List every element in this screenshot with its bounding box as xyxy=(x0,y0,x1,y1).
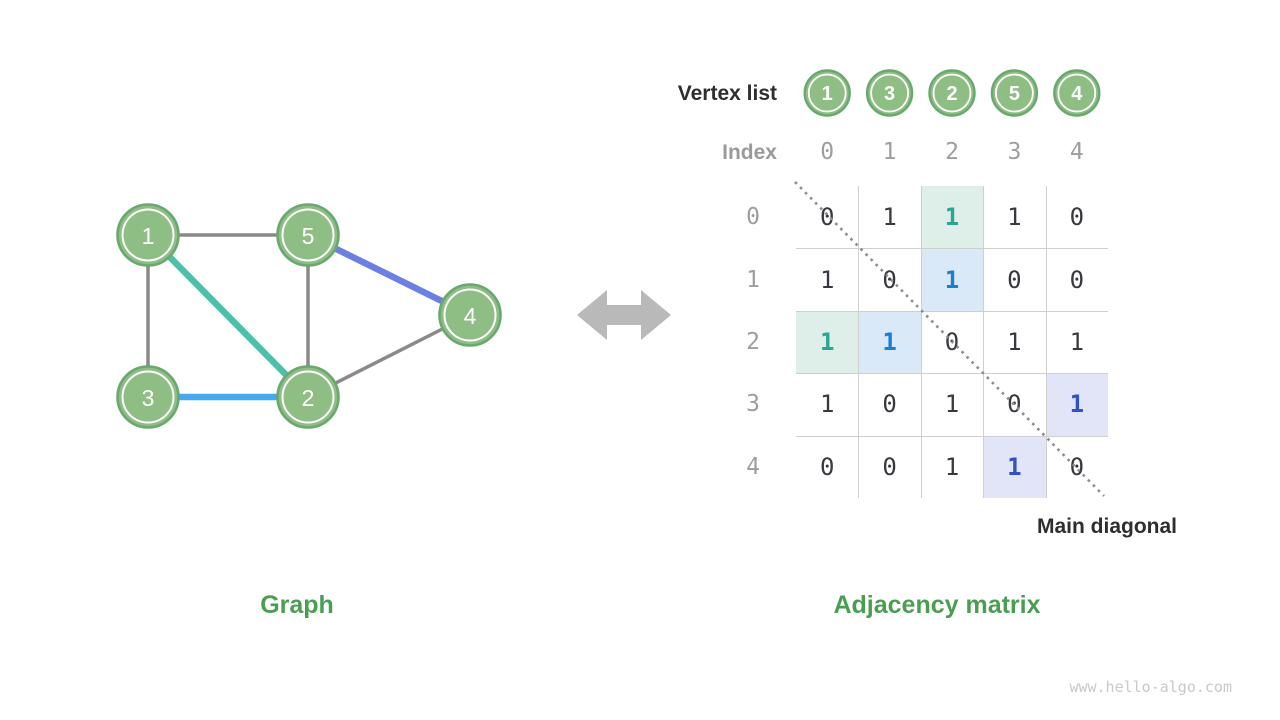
matrix-cell-3-4: 1 xyxy=(1045,373,1108,436)
graph-edge-1-2 xyxy=(145,232,311,400)
matrix-cell-2-0: 1 xyxy=(796,310,859,374)
graph-node-1: 1 xyxy=(116,203,180,267)
vertex-list-item-2: 2 xyxy=(928,69,976,117)
matrix-cell-1-3: 0 xyxy=(1007,265,1022,294)
vertex-list-label: Vertex list xyxy=(677,82,777,105)
index-value-1: 1 xyxy=(882,139,897,165)
graph-node-3: 3 xyxy=(116,365,180,429)
matrix-cell-4-1: 0 xyxy=(882,452,897,481)
matrix-cell-2-1: 1 xyxy=(858,310,921,374)
matrix-cell-0-4: 0 xyxy=(1069,203,1085,232)
matrix-cell-4-4: 0 xyxy=(1069,452,1085,481)
index-value-3: 3 xyxy=(1007,139,1022,165)
row-label-3: 3 xyxy=(746,391,760,418)
svg-text:3: 3 xyxy=(142,385,155,411)
vertex-list: 1 3 2 5 4 xyxy=(803,69,1101,117)
vertex-list-item-4: 4 xyxy=(1053,69,1101,117)
main-diagonal-line xyxy=(794,181,1105,497)
matrix-cell-3-0: 1 xyxy=(819,390,835,419)
row-label-4: 4 xyxy=(746,453,760,480)
graph-caption: Graph xyxy=(260,591,334,619)
matrix-cell-2-4: 1 xyxy=(1069,327,1085,356)
grid-line-horizontal xyxy=(796,435,1108,437)
matrix-cell-1-2: 1 xyxy=(920,248,984,311)
svg-text:5: 5 xyxy=(302,223,315,249)
matrix-cell-0-3: 1 xyxy=(1007,203,1022,232)
matrix-cell-1-1: 0 xyxy=(882,265,897,294)
matrix-cell-0-1: 1 xyxy=(882,203,897,232)
row-label-1: 1 xyxy=(746,266,760,293)
index-value-2: 2 xyxy=(945,139,959,165)
svg-text:4: 4 xyxy=(464,303,477,329)
svg-text:2: 2 xyxy=(946,83,957,105)
svg-text:4: 4 xyxy=(1071,83,1083,105)
vertex-list-item-1: 1 xyxy=(803,69,851,117)
matrix-cell-4-3: 1 xyxy=(983,435,1046,498)
matrix-cell-4-0: 0 xyxy=(819,452,835,481)
matrix-cell-1-4: 0 xyxy=(1069,265,1085,294)
grid-line-vertical xyxy=(858,186,860,498)
matrix-cell-4-2: 1 xyxy=(944,452,960,481)
matrix-cell-3-2: 1 xyxy=(944,390,960,419)
svg-text:5: 5 xyxy=(1009,83,1020,105)
index-value-4: 4 xyxy=(1069,139,1084,165)
graph-drawing: 1 5 4 3 2 xyxy=(116,203,502,429)
grid-line-vertical xyxy=(983,186,985,498)
grid-line-horizontal xyxy=(796,373,1108,375)
svg-text:1: 1 xyxy=(822,83,833,105)
matrix-cell-0-2: 1 xyxy=(920,186,984,249)
watermark: www.hello-algo.com xyxy=(1069,678,1232,696)
row-label-2: 2 xyxy=(746,329,760,355)
index-value-0: 0 xyxy=(820,139,835,165)
index-label: Index xyxy=(722,141,777,164)
matrix-caption: Adjacency matrix xyxy=(833,591,1041,619)
grid-line-vertical xyxy=(1045,186,1047,498)
graph-node-5: 5 xyxy=(276,203,340,267)
grid-line-horizontal xyxy=(796,248,1108,250)
grid-line-horizontal xyxy=(796,310,1108,312)
row-label-0: 0 xyxy=(746,204,760,231)
main-diagonal-label: Main diagonal xyxy=(1036,515,1177,538)
graph-node-4: 4 xyxy=(438,283,502,347)
matrix-cell-0-0: 0 xyxy=(819,203,835,232)
grid-line-vertical xyxy=(920,186,922,498)
vertex-list-item-5: 5 xyxy=(990,69,1039,117)
graph-node-2: 2 xyxy=(276,365,340,429)
double-arrow-icon xyxy=(577,290,671,340)
svg-text:1: 1 xyxy=(142,223,155,249)
svg-text:2: 2 xyxy=(302,385,315,411)
matrix-cell-3-3: 0 xyxy=(1007,390,1022,419)
matrix-cell-1-0: 1 xyxy=(819,265,835,294)
svg-text:3: 3 xyxy=(884,83,895,105)
matrix-cell-2-3: 1 xyxy=(1007,327,1022,356)
matrix-cell-3-1: 0 xyxy=(882,390,897,419)
vertex-list-item-3: 3 xyxy=(865,69,914,117)
